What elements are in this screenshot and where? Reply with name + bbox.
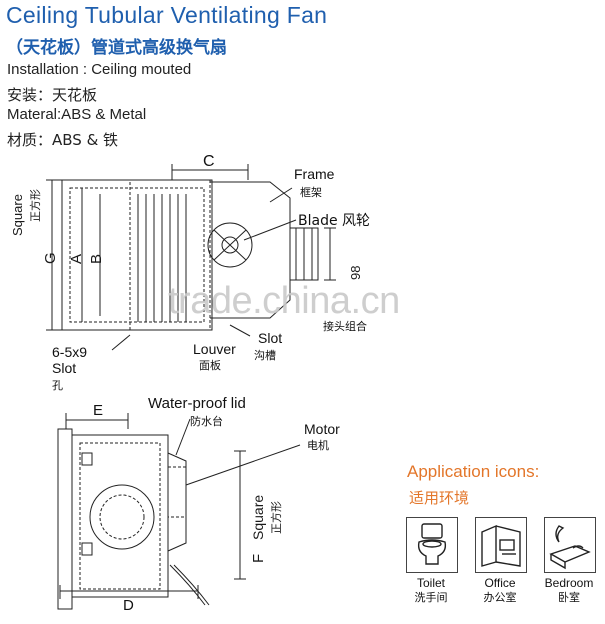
dimension-g-label: G — [42, 252, 59, 264]
dimension-b-label: B — [88, 253, 105, 264]
slot-hole-size-label: 6-5x9 — [52, 344, 88, 360]
side-square-label-cn: 正方形 — [270, 501, 283, 534]
watermark-text: trade.china.cn — [168, 280, 400, 322]
waterproof-lid-label-cn: 防水台 — [190, 415, 223, 428]
dimension-a-label: A — [68, 253, 85, 264]
top-view-drawing — [46, 164, 336, 351]
slot-label-en: Slot — [258, 330, 283, 346]
toilet-label-cn: 洗手间 — [414, 591, 448, 604]
toilet-label-en: Toilet — [416, 576, 445, 590]
spec-installation-en: Installation : Ceiling mouted — [7, 61, 192, 78]
page-title: Ceiling Tubular Ventilating Fan — [6, 2, 328, 28]
office-icon — [475, 517, 527, 573]
slot-hole-label-cn: 孔 — [52, 379, 63, 392]
application-icons-title: Application icons: — [407, 462, 540, 481]
waterproof-lid-label-en: Water-proof lid — [148, 395, 246, 412]
dimension-e-label: E — [93, 402, 104, 419]
frame-label-cn: 框架 — [300, 186, 322, 199]
bedroom-label-en: Bedroom — [544, 576, 594, 590]
dimension-d-label: D — [123, 597, 134, 614]
dimension-98-label: 98 — [348, 265, 363, 280]
frame-label-en: Frame — [294, 166, 335, 182]
spec-installation-cn: 安装：天花板 — [7, 86, 98, 104]
spec-material-en: Materal:ABS & Metal — [7, 106, 147, 123]
dimension-c-label: C — [203, 153, 215, 170]
louver-label-en: Louver — [193, 341, 236, 357]
bedroom-label-cn: 卧室 — [558, 591, 580, 604]
motor-label-cn: 电机 — [307, 439, 329, 452]
joint-label-cn: 接头组合 — [323, 320, 367, 333]
side-square-label-en: Square — [250, 494, 266, 540]
spec-material-cn: 材质：ABS & 铁 — [7, 131, 119, 149]
page-subtitle: （天花板）管道式高级换气扇 — [6, 38, 227, 58]
bedroom-icon — [544, 517, 596, 573]
application-icons-subtitle: 适用环境 — [409, 489, 470, 507]
office-label-en: Office — [484, 576, 516, 590]
dimension-f-label: F — [250, 553, 267, 563]
louver-label-cn: 面板 — [199, 359, 221, 372]
slot-label-cn: 沟槽 — [254, 349, 276, 362]
top-square-label-cn: 正方形 — [29, 189, 42, 222]
office-label-cn: 办公室 — [483, 591, 517, 604]
side-view-drawing — [57, 413, 301, 610]
blade-label: Blade 风轮 — [298, 213, 371, 229]
motor-label-en: Motor — [304, 421, 340, 437]
top-square-label-en: Square — [10, 194, 25, 236]
toilet-icon — [406, 517, 458, 573]
slot-hole-label-en: Slot — [52, 360, 77, 376]
